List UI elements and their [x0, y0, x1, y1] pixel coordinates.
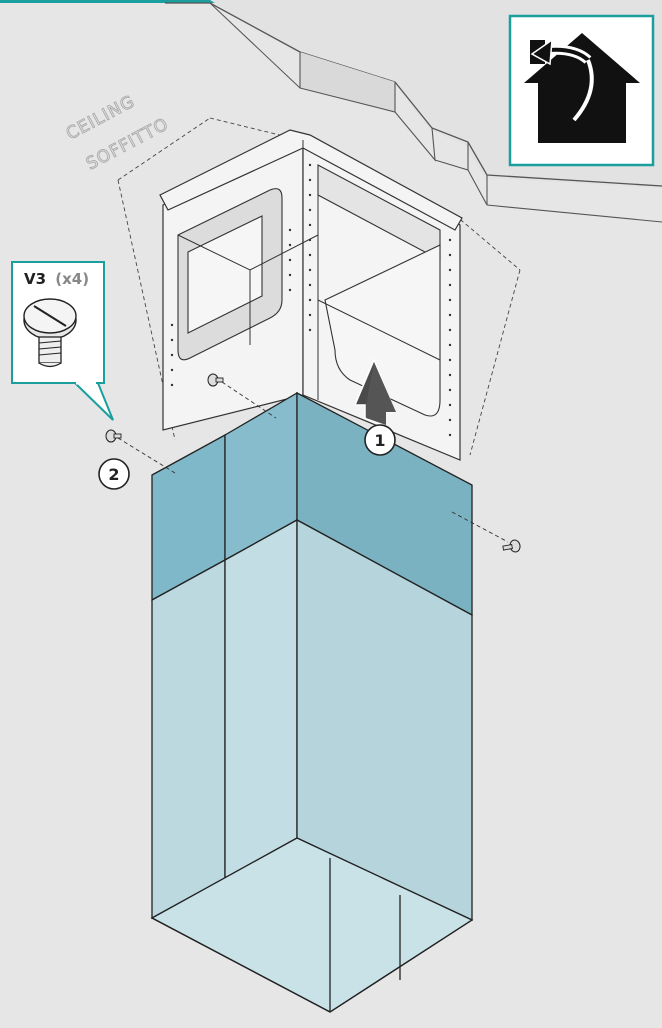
frame-cutouts	[177, 164, 441, 417]
chimney-duct-upper	[151, 391, 473, 617]
screw-right	[502, 539, 521, 553]
lift-arrow	[353, 358, 397, 427]
svg-text:2: 2	[108, 465, 119, 484]
screw-v3-icon	[23, 298, 77, 368]
screw-qty: (x4)	[55, 270, 89, 288]
screw-code: V3	[24, 270, 46, 288]
step-2-badge: 2	[98, 458, 130, 490]
step-1-badge: 1	[364, 424, 396, 456]
frame-perforations	[170, 163, 452, 437]
frame-cross-bars	[177, 140, 441, 400]
ceiling-mount-house-icon	[508, 14, 655, 167]
screw-guides-dashed	[117, 381, 509, 543]
svg-text:V3 (x4): V3 (x4)	[24, 270, 89, 288]
chimney-duct-lower	[150, 518, 474, 1013]
svg-text:1: 1	[374, 431, 385, 450]
screw-frame	[207, 373, 224, 387]
screw-left	[105, 429, 122, 443]
screw-callout: V3 (x4)	[11, 261, 114, 421]
